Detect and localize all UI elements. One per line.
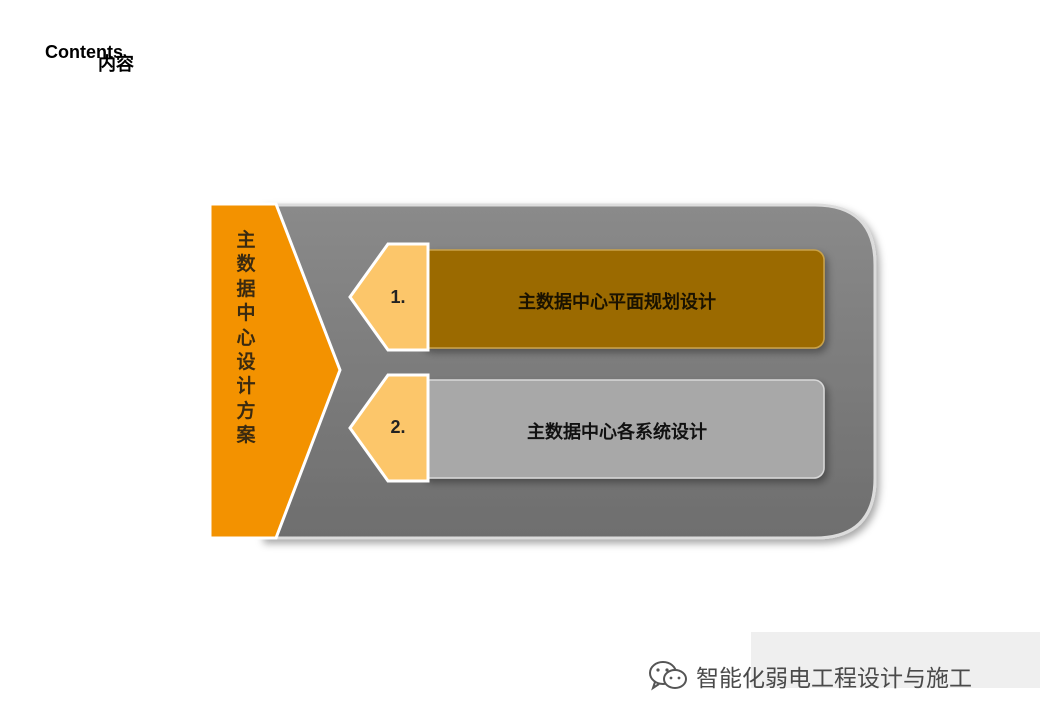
item-1-tag xyxy=(348,242,430,352)
contents-title: Contents xyxy=(45,42,123,62)
section-title-char: 据 xyxy=(236,277,256,300)
section-title-vertical: 主 数 据 中 心 设 计 方 案 xyxy=(226,228,266,448)
section-title-char: 中 xyxy=(236,302,256,325)
item-1-label: 主数据中心平面规划设计 xyxy=(518,292,716,313)
watermark-background xyxy=(751,632,1040,688)
watermark-text: 智能化弱电工程设计与施工 xyxy=(696,666,972,692)
wechat-icon xyxy=(649,661,687,691)
section-title-char: 设 xyxy=(236,351,256,374)
section-title-char: 计 xyxy=(236,375,256,398)
item-2-tag xyxy=(348,373,430,483)
section-title-char: 方 xyxy=(236,399,256,422)
orange-chevron xyxy=(208,202,342,540)
item-1-number: 1. xyxy=(390,287,406,307)
item-2-number: 2. xyxy=(390,417,406,437)
section-title-char: 数 xyxy=(236,253,256,276)
contents-title-cn: 内容 xyxy=(98,54,134,75)
section-title-char: 心 xyxy=(236,326,256,349)
section-title-char: 案 xyxy=(236,424,256,447)
section-title-char: 主 xyxy=(236,229,256,251)
item-2-label: 主数据中心各系统设计 xyxy=(527,422,707,443)
watermark: 智能化弱电工程设计与施工 xyxy=(648,658,972,694)
